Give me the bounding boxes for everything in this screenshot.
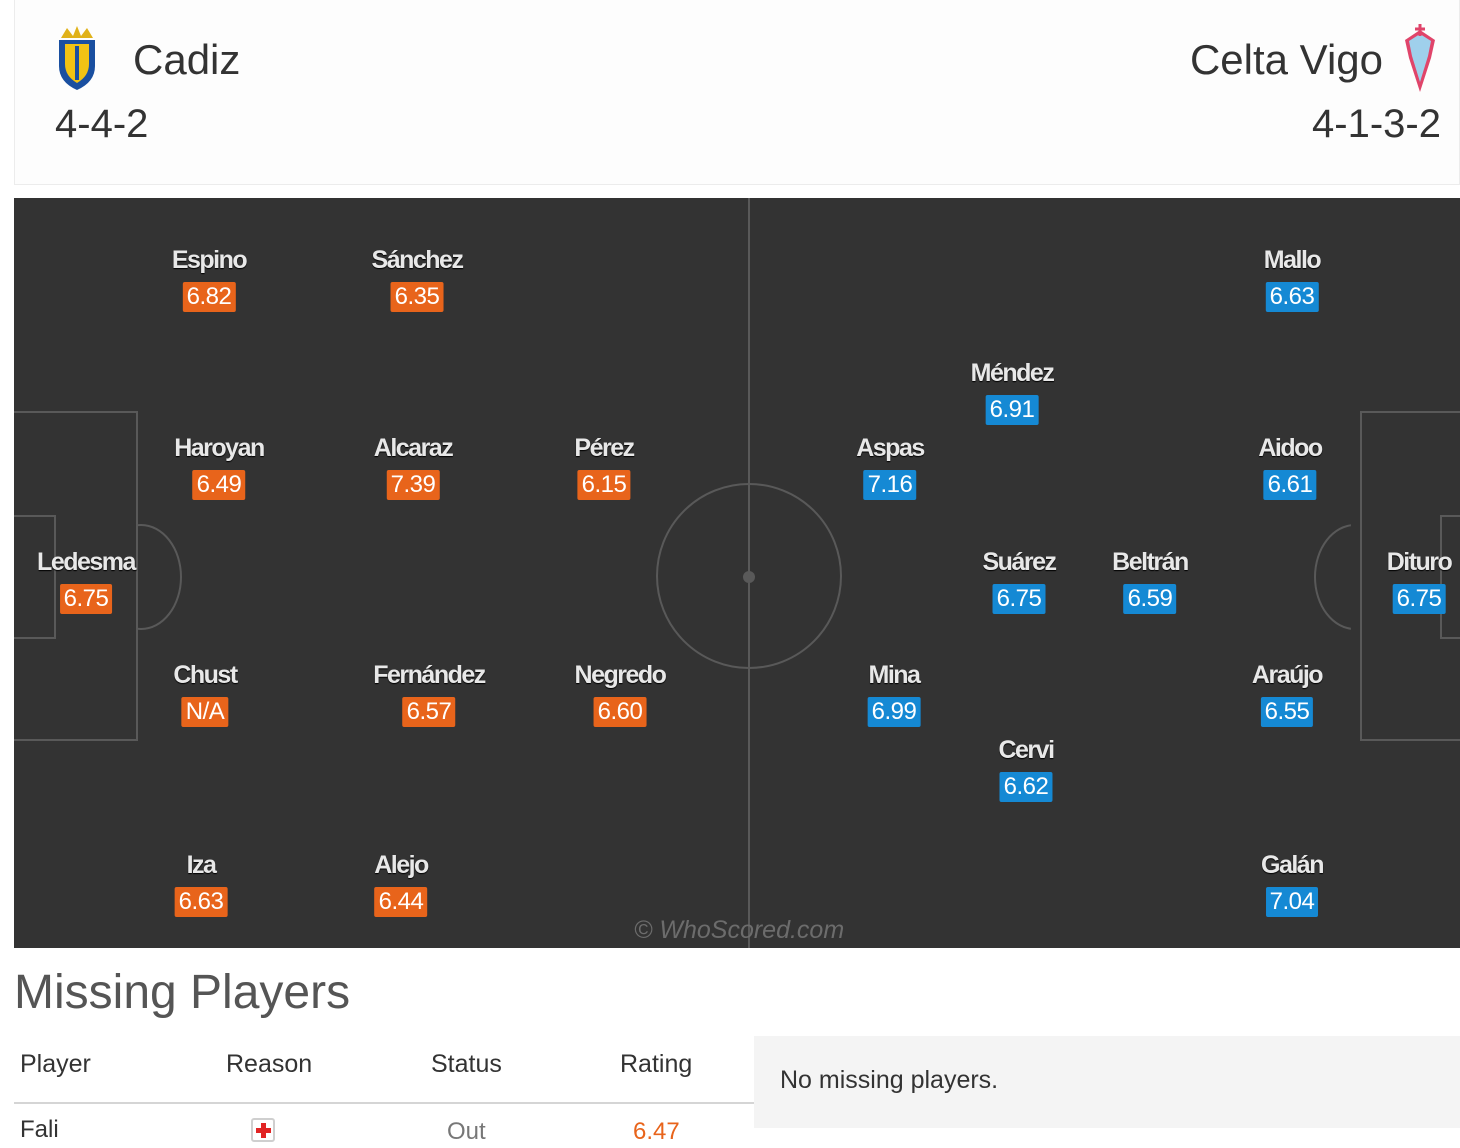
player-rating-badge: 6.75 (1392, 584, 1446, 614)
player-rating-badge: 6.75 (59, 584, 113, 614)
player-rating-badge: 6.99 (867, 697, 921, 727)
home-player[interactable]: Negredo 6.60 (574, 661, 667, 727)
away-player[interactable]: Suárez 6.75 (982, 548, 1057, 614)
away-player[interactable]: Araújo 6.55 (1251, 661, 1324, 727)
player-name: Fernández (373, 661, 486, 689)
away-player[interactable]: Aidoo 6.61 (1258, 434, 1323, 500)
away-player[interactable]: Aspas 7.16 (856, 434, 925, 500)
player-rating-badge: 6.63 (174, 887, 228, 917)
player-rating-badge: 6.44 (374, 887, 428, 917)
player-name: Negredo (574, 661, 667, 689)
player-rating-badge: 7.04 (1265, 887, 1319, 917)
home-player[interactable]: Haroyan 6.49 (174, 434, 265, 500)
player-name: Suárez (982, 548, 1057, 576)
player-rating-badge: 6.82 (182, 282, 236, 312)
player-name: Araújo (1251, 661, 1324, 689)
player-rating-badge: 6.15 (577, 470, 631, 500)
home-player[interactable]: Alejo 6.44 (374, 851, 429, 917)
player-name: Aidoo (1258, 434, 1323, 462)
missing-status: Out (447, 1118, 486, 1145)
player-name: Mallo (1263, 246, 1322, 274)
no-missing-message: No missing players. (780, 1066, 999, 1094)
whoscored-watermark: © WhoScored.com (634, 916, 845, 944)
column-header-status[interactable]: Status (431, 1050, 502, 1078)
player-name: Haroyan (174, 434, 265, 462)
home-player[interactable]: Fernández 6.57 (373, 661, 486, 727)
player-name: Galán (1261, 851, 1324, 879)
missing-rating: 6.47 (633, 1118, 680, 1145)
player-rating-badge: 6.57 (402, 697, 456, 727)
player-name: Aspas (856, 434, 925, 462)
player-rating-badge: 6.61 (1263, 470, 1317, 500)
home-player[interactable]: Iza 6.63 (174, 851, 228, 917)
match-header: Cadiz 4-4-2 Celta Vigo 4-1-3-2 (14, 0, 1460, 185)
player-name: Méndez (970, 359, 1055, 387)
away-goal-area (1440, 515, 1460, 639)
away-player[interactable]: Dituro 6.75 (1386, 548, 1453, 614)
home-player[interactable]: Sánchez 6.35 (371, 246, 464, 312)
away-player[interactable]: Méndez 6.91 (970, 359, 1055, 425)
table-header-divider (14, 1102, 754, 1104)
player-rating-badge: 6.59 (1123, 584, 1177, 614)
player-rating-badge: 6.60 (593, 697, 647, 727)
player-name: Chust (173, 661, 238, 689)
player-rating-badge: 6.75 (992, 584, 1046, 614)
player-rating-badge: 6.49 (192, 470, 246, 500)
cadiz-crest-icon (59, 26, 95, 90)
home-team-name[interactable]: Cadiz (133, 36, 241, 83)
player-name: Dituro (1386, 548, 1453, 576)
missing-player-name[interactable]: Fali (20, 1116, 59, 1143)
home-formation: 4-4-2 (55, 102, 149, 146)
home-player[interactable]: Ledesma 6.75 (37, 548, 136, 614)
player-name: Cervi (998, 736, 1055, 764)
column-header-rating[interactable]: Rating (620, 1050, 693, 1078)
away-player[interactable]: Mina 6.99 (867, 661, 921, 727)
player-name: Pérez (574, 434, 635, 462)
away-player[interactable]: Mallo 6.63 (1263, 246, 1322, 312)
home-player[interactable]: Pérez 6.15 (574, 434, 635, 500)
player-rating-badge: N/A (181, 697, 229, 727)
away-formation: 4-1-3-2 (1312, 102, 1441, 146)
away-penalty-box (1360, 411, 1460, 741)
home-goal-area (14, 515, 56, 639)
player-rating-badge: 7.39 (386, 470, 440, 500)
injury-cross-icon (251, 1118, 275, 1142)
lineup-pitch: Espino 6.82 Sánchez 6.35 Haroyan 6.49 Alcar… (14, 198, 1460, 948)
celta-crest-icon (1405, 24, 1435, 92)
missing-players-heading: Missing Players (14, 966, 351, 1019)
player-name: Alcaraz (373, 434, 454, 462)
player-name: Ledesma (37, 548, 136, 576)
away-missing-panel: No missing players. (754, 1036, 1460, 1128)
player-name: Beltrán (1112, 548, 1189, 576)
player-name: Sánchez (371, 246, 464, 274)
center-circle (656, 483, 842, 669)
column-header-reason[interactable]: Reason (226, 1050, 313, 1078)
away-player[interactable]: Galán 7.04 (1261, 851, 1324, 917)
player-name: Iza (186, 851, 217, 879)
home-player[interactable]: Espino 6.82 (171, 246, 248, 312)
player-name: Mina (868, 661, 921, 689)
player-name: Alejo (374, 851, 429, 879)
player-rating-badge: 6.35 (390, 282, 444, 312)
player-rating-badge: 6.63 (1265, 282, 1319, 312)
player-rating-badge: 7.16 (863, 470, 917, 500)
center-spot (743, 571, 755, 583)
player-name: Espino (171, 246, 248, 274)
away-player[interactable]: Beltrán 6.59 (1112, 548, 1189, 614)
away-team-name[interactable]: Celta Vigo (1189, 36, 1383, 83)
player-rating-badge: 6.62 (999, 772, 1053, 802)
player-rating-badge: 6.55 (1260, 697, 1314, 727)
away-player[interactable]: Cervi 6.62 (998, 736, 1055, 802)
player-rating-badge: 6.91 (985, 395, 1039, 425)
home-player[interactable]: Alcaraz 7.39 (373, 434, 454, 500)
column-header-player[interactable]: Player (20, 1050, 91, 1078)
